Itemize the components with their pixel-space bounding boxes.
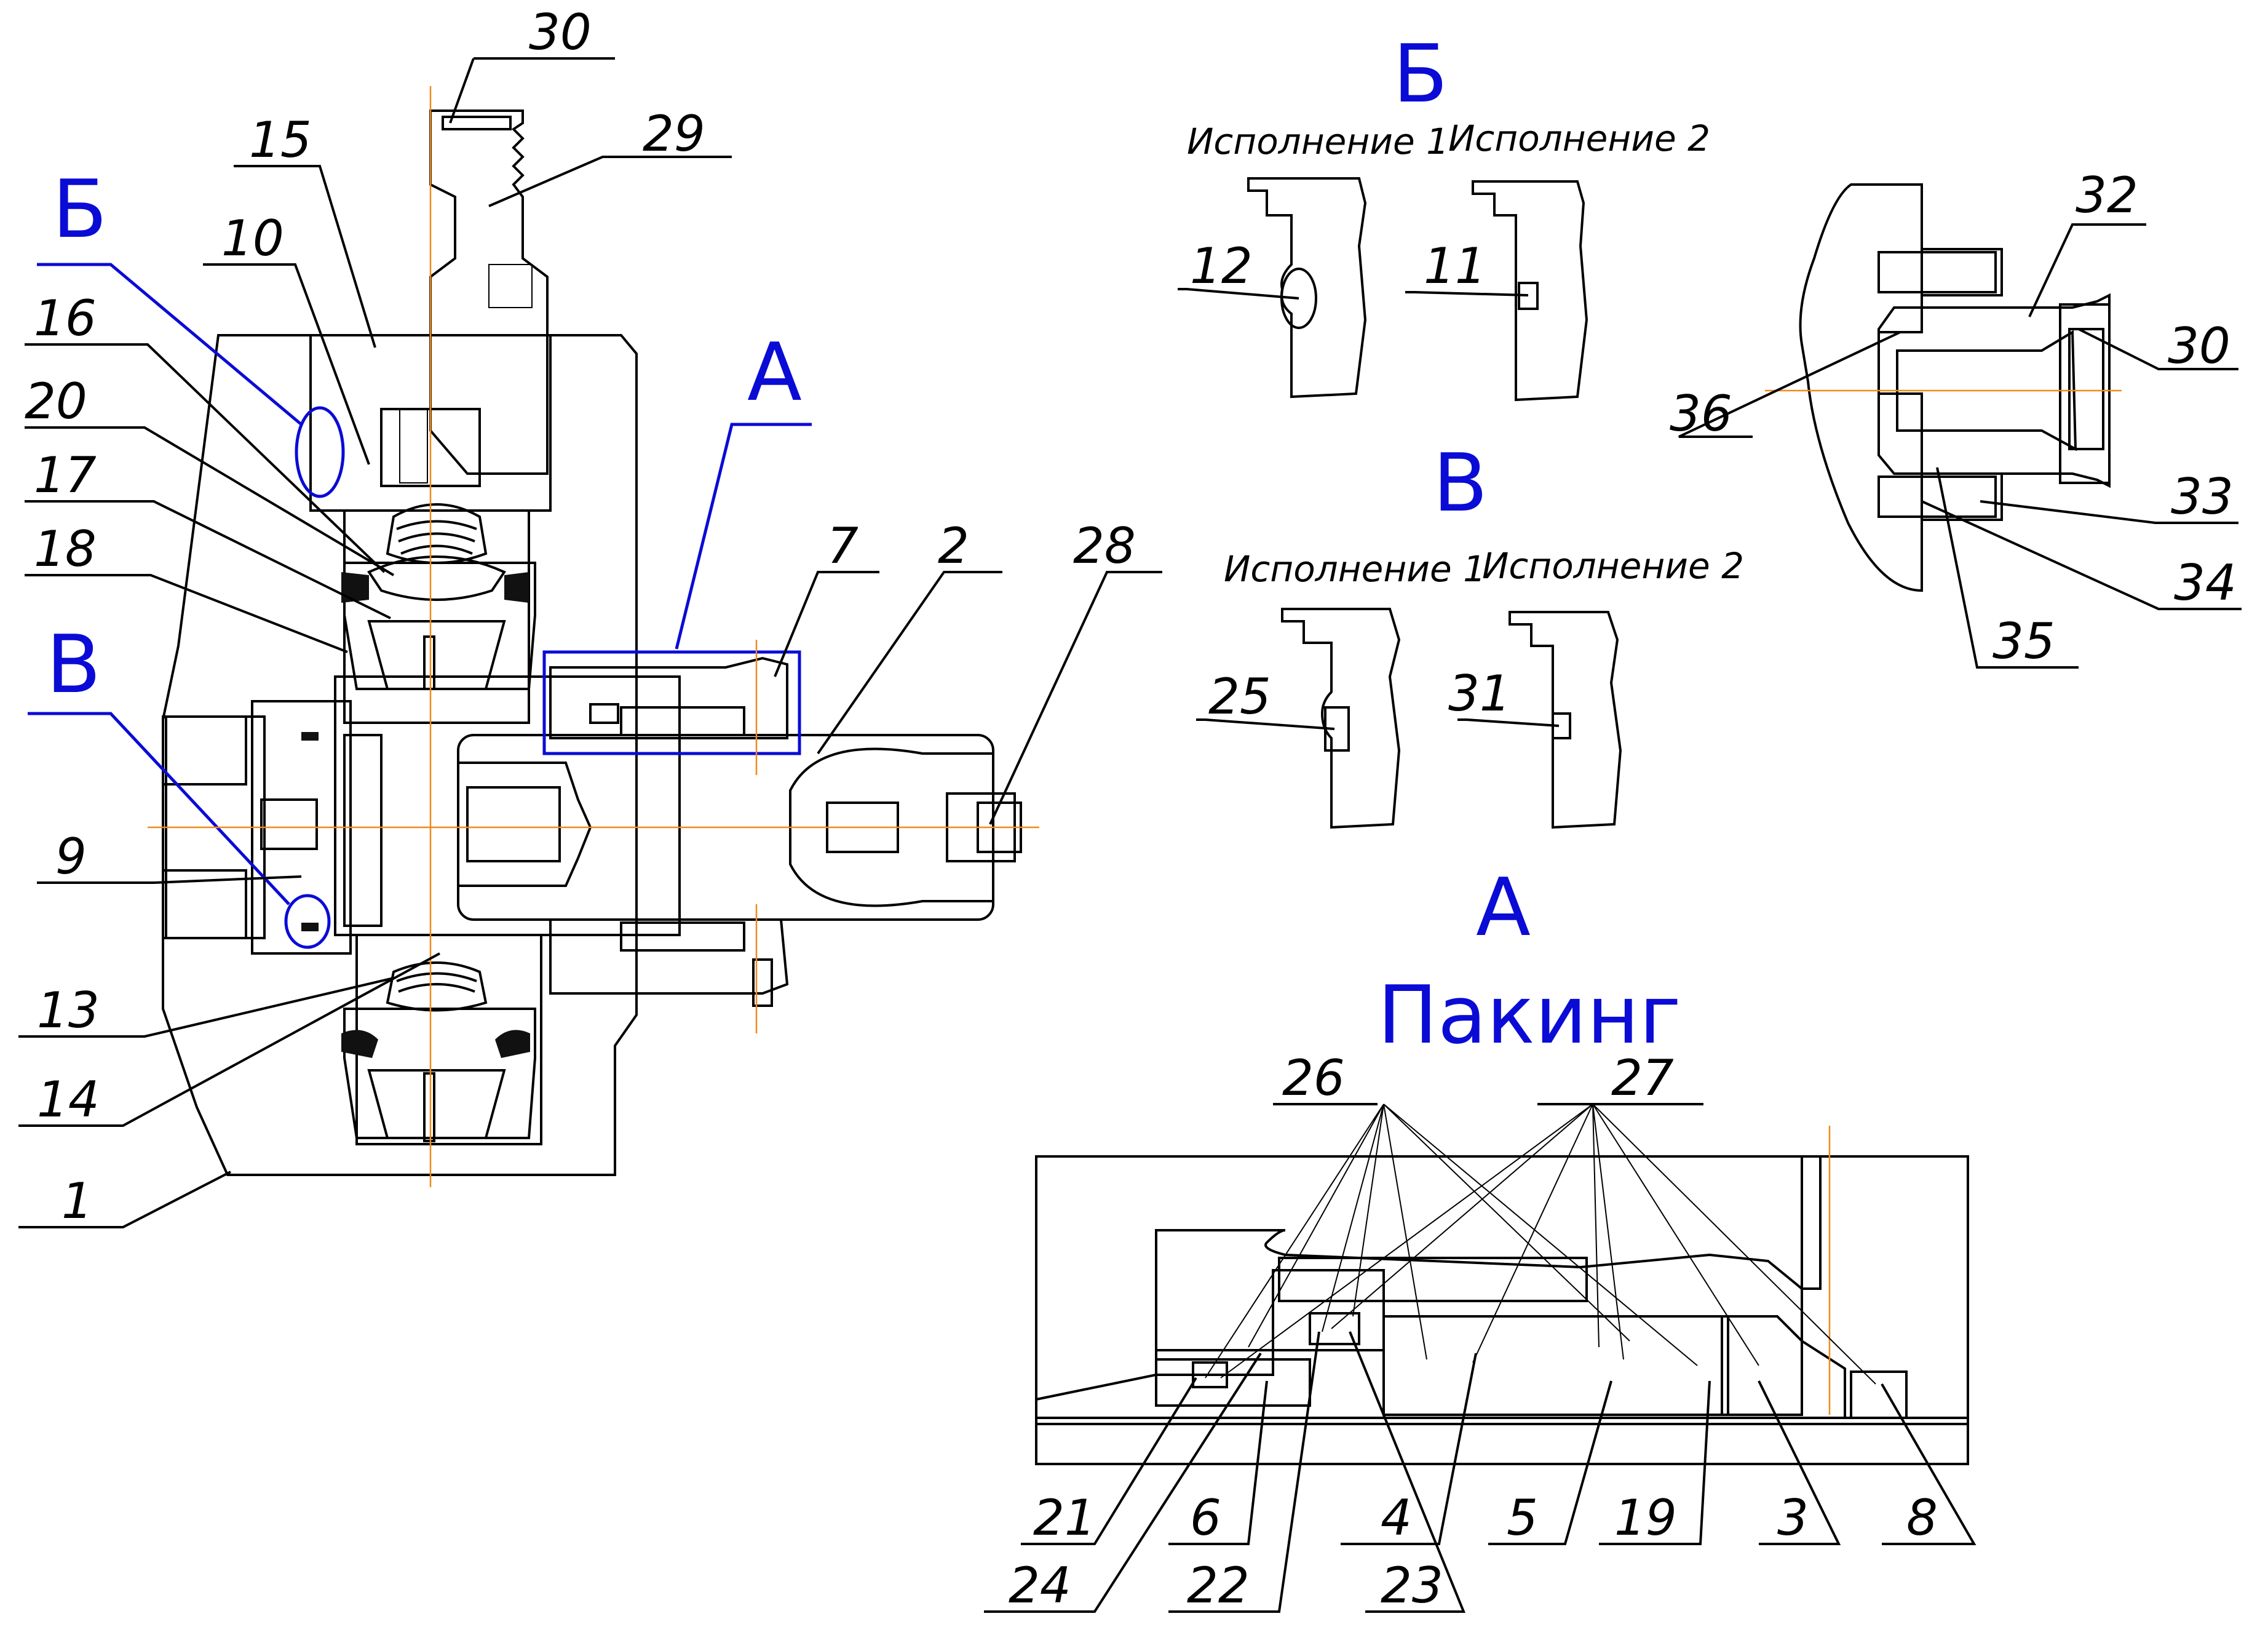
view-mark-v-detail: В	[1433, 436, 1488, 530]
position-numbers: 30 29 15 10 16 20 17 18 7 2 28 9 13 14 1…	[25, 4, 2237, 1614]
pos-label-16: 16	[34, 290, 97, 347]
pos-label-23: 23	[1381, 1557, 1443, 1614]
pos-label-18: 18	[34, 520, 97, 578]
pos-label-13: 13	[37, 982, 100, 1039]
main-section-view	[28, 86, 1039, 1187]
caption-b-variant-1: Исполнение 1	[1187, 121, 1449, 162]
pos-label-34: 34	[2174, 554, 2237, 611]
caption-b-variant-2: Исполнение 2	[1448, 117, 1710, 159]
pos-label-22: 22	[1187, 1557, 1250, 1614]
pos-label-10: 10	[221, 210, 284, 267]
pos-label-30-flange: 30	[2168, 317, 2230, 375]
pos-label-26: 26	[1282, 1049, 1345, 1107]
pos-label-3: 3	[1777, 1489, 1809, 1546]
pos-label-32: 32	[2076, 167, 2138, 224]
pos-label-20: 20	[25, 373, 87, 430]
pos-label-28: 28	[1073, 517, 1136, 575]
pos-label-8: 8	[1906, 1489, 1938, 1546]
caption-v-variant-2: Исполнение 2	[1482, 545, 1744, 587]
pos-label-35: 35	[1992, 613, 2055, 670]
pos-label-5: 5	[1507, 1489, 1538, 1546]
pos-label-2: 2	[938, 517, 969, 575]
caption-v-variant-1: Исполнение 1	[1224, 548, 1486, 590]
pos-label-14: 14	[37, 1071, 100, 1128]
pos-label-33: 33	[2171, 468, 2234, 525]
view-mark-b-main: Б	[52, 162, 107, 256]
pos-label-30-main: 30	[529, 4, 592, 61]
pos-label-21: 21	[1033, 1489, 1096, 1546]
pos-label-7: 7	[827, 517, 858, 575]
pos-label-25: 25	[1208, 668, 1271, 725]
detail-b	[1247, 177, 1588, 402]
detail-a	[1035, 1104, 1969, 1465]
detail-flange	[1765, 183, 2122, 592]
pos-label-31: 31	[1448, 665, 1511, 722]
pos-label-11: 11	[1424, 237, 1486, 295]
view-mark-a-detail: А	[1476, 861, 1531, 954]
pos-label-4: 4	[1381, 1489, 1412, 1546]
leader-lines	[18, 57, 2242, 1613]
view-mark-b-detail: Б	[1393, 27, 1448, 121]
pos-label-9: 9	[55, 828, 87, 885]
pos-label-19: 19	[1614, 1489, 1677, 1546]
view-subtitle-packing: Пакинг	[1378, 968, 1681, 1062]
pos-label-27: 27	[1611, 1049, 1674, 1107]
pos-label-6: 6	[1190, 1489, 1221, 1546]
pos-label-12: 12	[1190, 237, 1253, 295]
pos-label-1: 1	[61, 1172, 93, 1230]
pos-label-17: 17	[34, 447, 97, 504]
view-marks: Б В А Б В А Пакинг	[46, 27, 1681, 1062]
pos-label-36: 36	[1670, 385, 1732, 442]
view-mark-v-main: В	[46, 618, 101, 711]
pos-label-24: 24	[1009, 1557, 1071, 1614]
view-a-frame	[542, 650, 801, 755]
pos-label-15: 15	[249, 111, 312, 169]
view-mark-a-main: А	[747, 325, 802, 419]
variant-captions: Исполнение 1 Исполнение 2 Исполнение 1 И…	[1187, 117, 1744, 590]
pos-label-29: 29	[643, 105, 705, 162]
